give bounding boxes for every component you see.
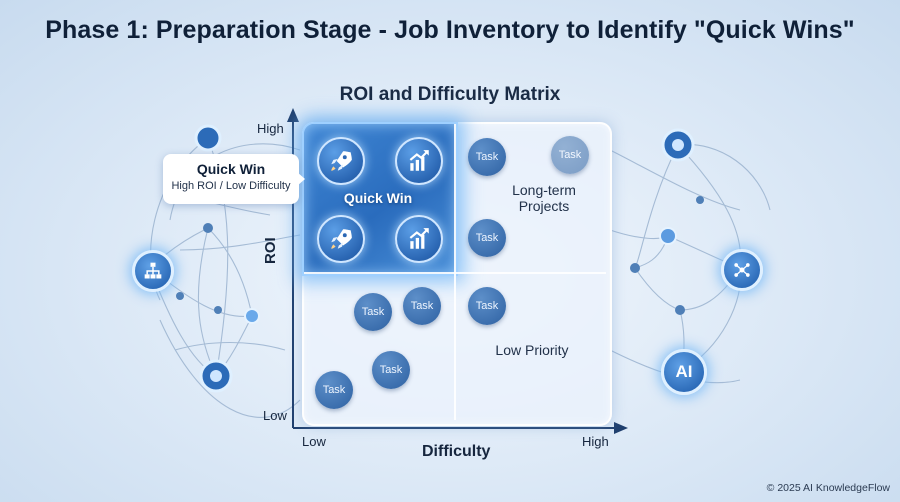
copyright-footer: © 2025 AI KnowledgeFlow bbox=[766, 482, 890, 494]
x-axis-label: Difficulty bbox=[422, 443, 491, 460]
matrix-title: ROI and Difficulty Matrix bbox=[339, 84, 561, 105]
page-title: Phase 1: Preparation Stage - Job Invento… bbox=[45, 16, 855, 44]
matrix-divider-horizontal bbox=[304, 272, 606, 274]
growth-chart-icon bbox=[395, 215, 443, 263]
task-node: Task bbox=[468, 287, 506, 325]
y-axis-high-label: High bbox=[257, 121, 284, 136]
callout-subtitle: High ROI / Low Difficulty bbox=[171, 180, 291, 192]
quadrant-label-long-term: Long-term Projects bbox=[512, 182, 576, 214]
ai-icon-label: AI bbox=[675, 362, 693, 381]
task-node: Task bbox=[354, 293, 392, 331]
quadrant-label-quick-win: Quick Win bbox=[343, 190, 413, 206]
growth-chart-icon bbox=[395, 137, 443, 185]
rocket-icon bbox=[317, 137, 365, 185]
rocket-icon bbox=[317, 215, 365, 263]
ai-icon: AI bbox=[661, 349, 707, 395]
y-axis-label: ROI bbox=[262, 237, 279, 264]
network-nodes-icon bbox=[721, 249, 763, 291]
x-axis-low-label: Low bbox=[302, 434, 326, 449]
y-axis-low-label: Low bbox=[263, 408, 287, 423]
callout-pointer bbox=[297, 172, 305, 186]
org-chart-icon bbox=[132, 250, 174, 292]
task-node: Task bbox=[315, 371, 353, 409]
x-axis-high-label: High bbox=[582, 434, 609, 449]
quick-win-callout: Quick Win High ROI / Low Difficulty bbox=[163, 154, 299, 204]
quadrant-label-low-priority: Low Priority bbox=[495, 342, 569, 358]
callout-title: Quick Win bbox=[196, 161, 266, 177]
task-node: Task bbox=[468, 219, 506, 257]
task-node: Task bbox=[551, 136, 589, 174]
task-node: Task bbox=[468, 138, 506, 176]
task-node: Task bbox=[403, 287, 441, 325]
task-node: Task bbox=[372, 351, 410, 389]
